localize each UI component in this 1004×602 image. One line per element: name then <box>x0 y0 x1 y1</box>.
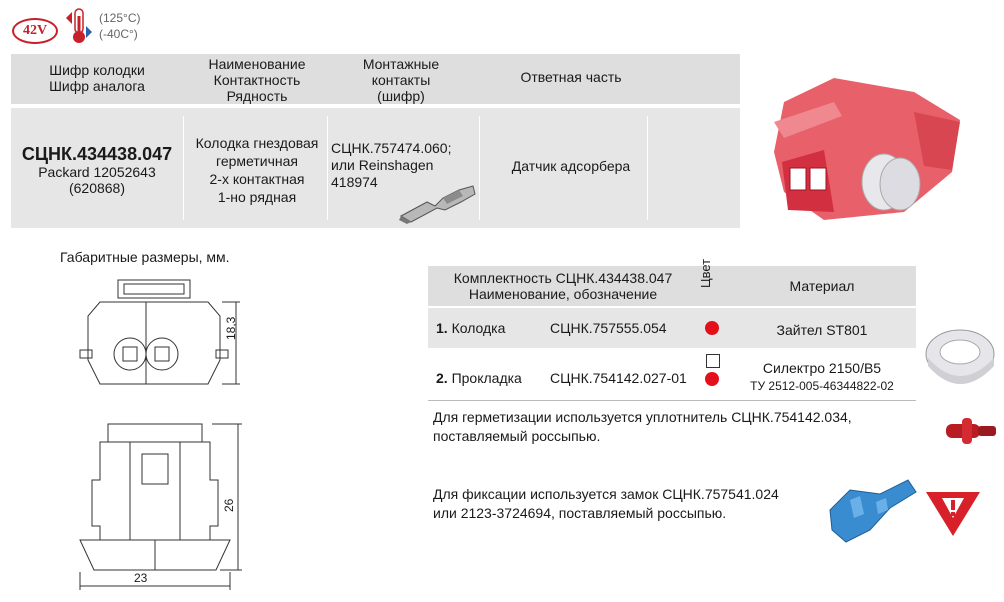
bom-row-code: СЦНК.757555.054 <box>550 320 667 336</box>
bom-header-material: Материал <box>789 278 855 294</box>
bom-row-material: Силектро 2150/В5 <box>762 360 882 376</box>
voltage-badge: 42V <box>12 18 58 44</box>
mate-part: Датчик адсорбера <box>511 158 631 174</box>
dims-title: Габаритные размеры, мм. <box>60 249 230 265</box>
front-view-drawing <box>79 279 240 385</box>
color-red-swatch <box>705 321 719 335</box>
temp-low-label: (-40C°) <box>99 27 138 41</box>
dim-height-side: 26 <box>222 498 236 512</box>
dim-width: 23 <box>134 571 148 585</box>
seal-note: Для герметизации используется уплотнител… <box>433 409 852 444</box>
warning-icon <box>926 492 980 536</box>
temp-high-label: (125°C) <box>99 11 141 25</box>
connector-code: СЦНК.434438.047 <box>21 144 173 164</box>
seal-image <box>946 418 996 444</box>
analog-code: Packard 12052643(620868) <box>38 164 156 196</box>
table-row: 1. Колодка СЦНК.757555.054 Зайтел ST801 <box>428 308 916 348</box>
bom-row-material: Зайтел ST801 <box>776 322 868 338</box>
color-white-swatch <box>706 354 720 368</box>
dim-height-top: 18,3 <box>224 316 238 340</box>
thermometer-icon <box>66 8 92 43</box>
table-row: СЦНК.434438.047 Packard 12052643(620868)… <box>11 108 740 228</box>
side-view-drawing <box>79 423 242 590</box>
terminal-image <box>399 185 476 224</box>
bom-row-name: 2. Прокладка <box>436 370 522 386</box>
header-mate: Ответная часть <box>520 69 622 85</box>
bom-row-code: СЦНК.754142.027-01 <box>550 370 687 386</box>
bom-header-color: Цвет <box>698 258 713 288</box>
bom-row-name: 1. Колодка <box>436 320 506 336</box>
connector-3d-image <box>774 78 960 220</box>
gasket-image <box>925 329 995 384</box>
lock-note: Для фиксации используется замок СЦНК.757… <box>433 486 779 521</box>
lock-image <box>829 479 917 543</box>
bom-row-material-spec: ТУ 2512-005-46344822-02 <box>750 379 894 393</box>
table-row: 2. Прокладка СЦНК.754142.027-01 Силектро… <box>428 350 916 401</box>
color-red-swatch <box>705 372 719 386</box>
